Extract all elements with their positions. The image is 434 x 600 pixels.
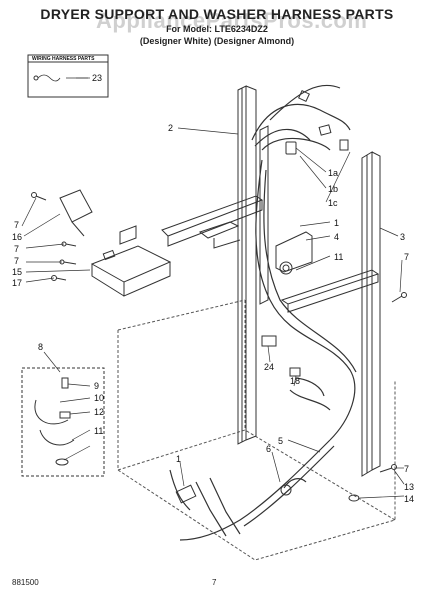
callout-15: 15 <box>12 267 22 277</box>
callout-8: 8 <box>38 342 43 352</box>
screw-fasteners <box>31 192 407 502</box>
callout-leader-lines <box>21 77 405 499</box>
center-post <box>259 125 269 305</box>
callout-7-lower: 7 <box>14 256 19 266</box>
callout-17: 17 <box>12 278 22 288</box>
callout-13: 13 <box>404 482 414 492</box>
callout-16: 16 <box>12 232 22 242</box>
wiring-legend-box <box>27 54 109 98</box>
callout-1: 1 <box>334 218 339 228</box>
legend-title: WIRING HARNESS PARTS <box>32 56 95 62</box>
watermark-logo: AppliancePartsPros.com <box>96 8 368 33</box>
callout-7-right: 7 <box>404 252 409 262</box>
color-line: (Designer White) (Designer Almond) <box>139 36 295 46</box>
callout-1-lower: 1 <box>176 454 181 464</box>
washer-wire-harness <box>169 84 357 541</box>
callout-10: 10 <box>94 393 104 403</box>
page-number: 7 <box>212 578 217 587</box>
callout-7-bottom: 7 <box>404 464 409 474</box>
callout-1b: 1b <box>328 184 338 194</box>
callout-14: 14 <box>404 494 414 504</box>
model-line: For Model: LTE6234DZ2 <box>166 24 268 34</box>
callout-18: 18 <box>290 376 300 386</box>
top-left-crossbar <box>161 195 264 247</box>
callout-1a: 1a <box>328 168 338 178</box>
callout-3: 3 <box>400 232 405 242</box>
callout-12: 12 <box>94 407 104 417</box>
callout-2: 2 <box>168 123 173 133</box>
page-title: DRYER SUPPORT AND WASHER HARNESS PARTS <box>40 6 394 22</box>
callout-24: 24 <box>264 362 274 372</box>
callout-7-mid: 7 <box>14 244 19 254</box>
callout-7-left: 7 <box>14 220 19 230</box>
callout-9: 9 <box>94 381 99 391</box>
inner-support-bracket <box>198 221 313 273</box>
callout-11: 11 <box>94 426 103 436</box>
left-upright-post <box>237 85 257 445</box>
connector-24 <box>261 335 277 347</box>
callout-11-harness: 11 <box>334 252 343 262</box>
dryer-support-bracket <box>59 189 172 297</box>
callout-6: 6 <box>266 444 271 454</box>
legend-part-23: 23 <box>92 73 102 83</box>
washer-cabinet-outline <box>117 299 396 561</box>
diagram-code: 881500 <box>12 578 39 587</box>
right-crossbar <box>280 269 380 313</box>
callout-5: 5 <box>278 436 283 446</box>
detail-box-harness-clamp <box>21 367 105 477</box>
callout-1c: 1c <box>328 198 338 208</box>
harness-connectors <box>175 90 349 504</box>
callout-4: 4 <box>334 232 339 242</box>
right-upright-post <box>361 151 381 477</box>
